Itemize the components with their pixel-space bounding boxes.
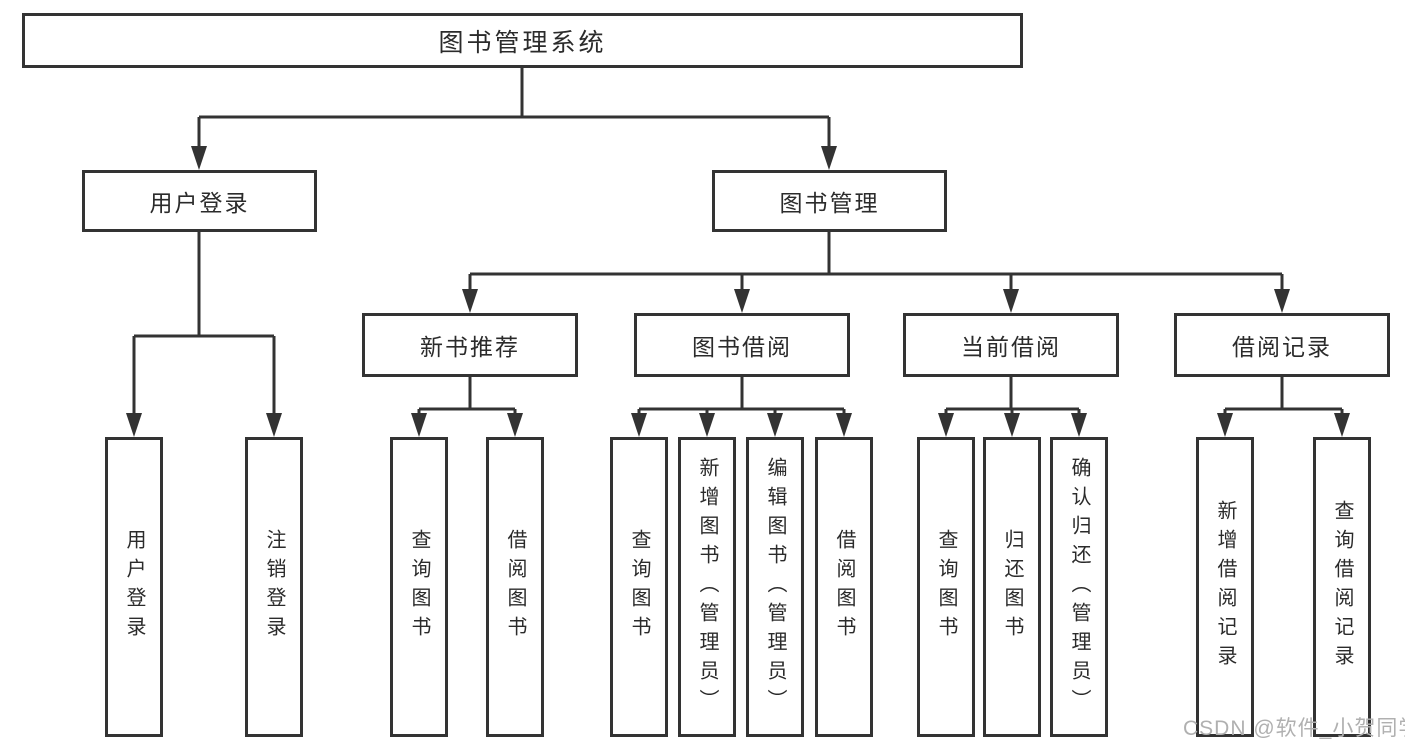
node-label: 借阅图书 <box>833 529 855 645</box>
node-label: 确认归还（管理员） <box>1068 456 1090 718</box>
node-label: 注销登录 <box>263 529 285 645</box>
node-leaf-query-books-1: 查询图书 <box>390 437 448 737</box>
node-new-book-recommend: 新书推荐 <box>362 313 578 377</box>
csdn-watermark: CSDN @软件_小贺同学 <box>1183 717 1405 740</box>
node-label: 图书管理系统 <box>438 28 607 57</box>
node-label: 新增借阅记录 <box>1214 500 1236 674</box>
node-leaf-borrow-books-1: 借阅图书 <box>486 437 544 737</box>
node-leaf-query-books-3: 查询图书 <box>917 437 975 737</box>
node-label: 借阅图书 <box>504 529 526 645</box>
arrow-down-icons <box>126 146 1350 437</box>
node-label: 新书推荐 <box>420 334 520 360</box>
node-current-borrowing: 当前借阅 <box>903 313 1119 377</box>
node-leaf-query-borrow-record: 查询借阅记录 <box>1313 437 1371 737</box>
node-borrowing-records: 借阅记录 <box>1174 313 1390 377</box>
node-label: 查询图书 <box>408 529 430 645</box>
node-leaf-add-books-admin: 新增图书（管理员） <box>678 437 736 737</box>
node-label: 用户登录 <box>149 190 250 216</box>
node-leaf-edit-books-admin: 编辑图书（管理员） <box>746 437 804 737</box>
node-leaf-logout: 注销登录 <box>245 437 303 737</box>
node-book-borrowing: 图书借阅 <box>634 313 850 377</box>
node-leaf-query-books-2: 查询图书 <box>610 437 668 737</box>
node-label: 当前借阅 <box>961 334 1061 360</box>
node-label: 查询图书 <box>935 529 957 645</box>
node-book-management: 图书管理 <box>712 170 947 232</box>
node-label: 归还图书 <box>1001 529 1023 645</box>
node-leaf-confirm-return-admin: 确认归还（管理员） <box>1050 437 1108 737</box>
node-label: 查询借阅记录 <box>1331 500 1353 674</box>
node-label: 新增图书（管理员） <box>696 456 718 718</box>
node-root: 图书管理系统 <box>22 13 1023 68</box>
node-leaf-borrow-books-2: 借阅图书 <box>815 437 873 737</box>
node-label: 图书借阅 <box>692 334 792 360</box>
node-label: 图书管理 <box>779 190 880 216</box>
node-leaf-add-borrow-record: 新增借阅记录 <box>1196 437 1254 737</box>
node-label: 编辑图书（管理员） <box>764 456 786 718</box>
node-label: 用户登录 <box>123 529 145 645</box>
node-label: 借阅记录 <box>1232 334 1332 360</box>
node-label: 查询图书 <box>628 529 650 645</box>
node-leaf-return-books: 归还图书 <box>983 437 1041 737</box>
node-user-login: 用户登录 <box>82 170 317 232</box>
node-leaf-user-login: 用户登录 <box>105 437 163 737</box>
